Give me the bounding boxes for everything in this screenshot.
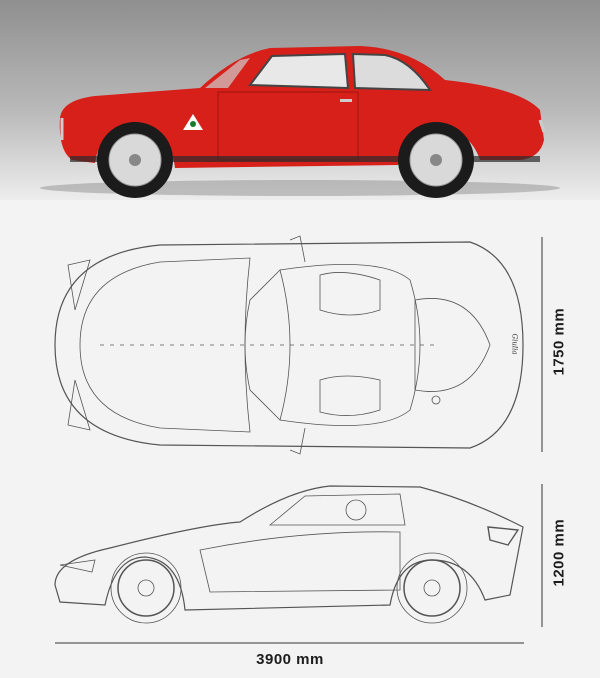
rear-wheel-drawing [396, 552, 468, 624]
side-view-drawing [54, 485, 524, 624]
height-dimension-label: 1200 mm [550, 518, 568, 587]
blueprint-area [0, 200, 600, 678]
rear-wheel [398, 122, 474, 198]
red-coupe-illustration [40, 46, 560, 198]
giulia-script-badge: Giulia [510, 333, 519, 355]
front-wheel [97, 122, 173, 198]
car-photo [0, 0, 600, 200]
length-dimension-label: 3900 mm [256, 651, 324, 668]
width-dimension-label: 1750 mm [550, 307, 568, 376]
front-wheel-drawing [110, 552, 182, 624]
top-view-drawing [54, 235, 524, 455]
